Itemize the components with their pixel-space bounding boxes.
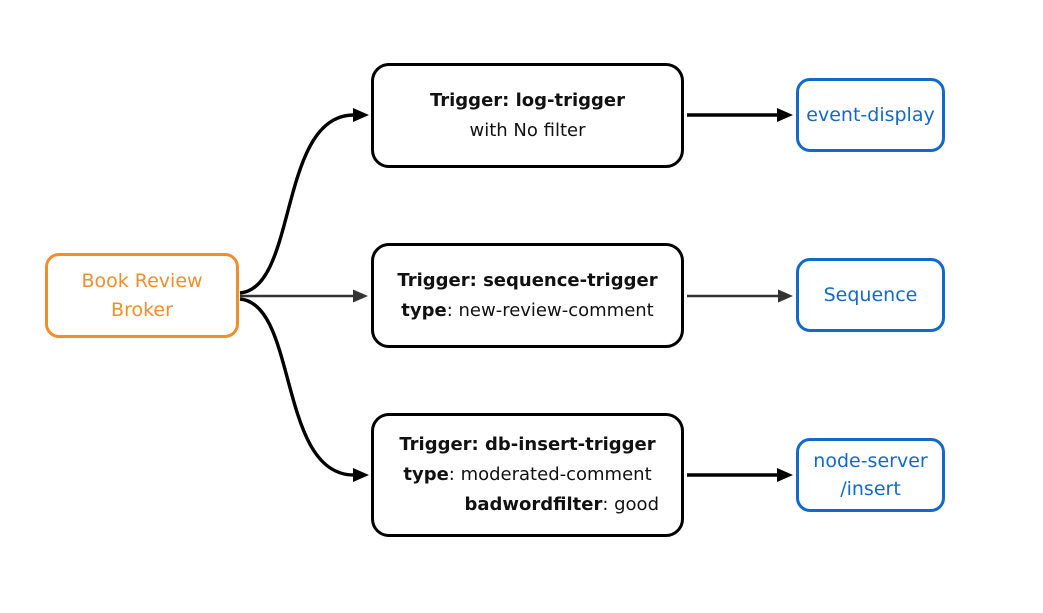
label-line: badwordfilter: good (464, 494, 659, 515)
sink-node-event-display: event-display (796, 78, 945, 152)
label-line: node-server (813, 450, 928, 472)
trigger-sequence-label: Trigger: sequence-trigger type: new-revie… (374, 266, 681, 326)
trigger-node-log-trigger: Trigger: log-trigger with No filter (371, 63, 684, 168)
sink-node-sequence: Sequence (796, 258, 945, 332)
label-line: type: moderated-comment (403, 464, 652, 485)
label-line: /insert (840, 478, 901, 500)
trigger-node-sequence-trigger: Trigger: sequence-trigger type: new-revie… (371, 243, 684, 348)
label-line: Book Review (81, 269, 203, 292)
label-line: Sequence (823, 284, 918, 306)
label-line: Broker (111, 298, 173, 321)
sink-event-display-label: event-display (799, 101, 942, 129)
label-line: with No filter (469, 119, 586, 141)
edge-broker-to-db-insert-trigger (239, 297, 369, 482)
label-line: type: new-review-comment (401, 299, 654, 321)
trigger-node-db-insert-trigger: Trigger: db-insert-trigger type: moderate… (371, 413, 684, 537)
edge-broker-to-log-trigger (239, 108, 369, 295)
label-line: event-display (806, 104, 935, 126)
trigger-db-insert-label: Trigger: db-insert-trigger type: moderate… (374, 430, 681, 520)
sink-sequence-label: Sequence (799, 281, 942, 309)
label-line: Trigger: sequence-trigger (397, 269, 658, 291)
sink-node-node-server-insert: node-server/insert (796, 438, 945, 512)
trigger-log-label: Trigger: log-trigger with No filter (374, 86, 681, 146)
label-line: Trigger: db-insert-trigger (399, 434, 656, 455)
label-line: Trigger: log-trigger (429, 89, 626, 111)
sink-node-server-label: node-server/insert (799, 447, 942, 503)
